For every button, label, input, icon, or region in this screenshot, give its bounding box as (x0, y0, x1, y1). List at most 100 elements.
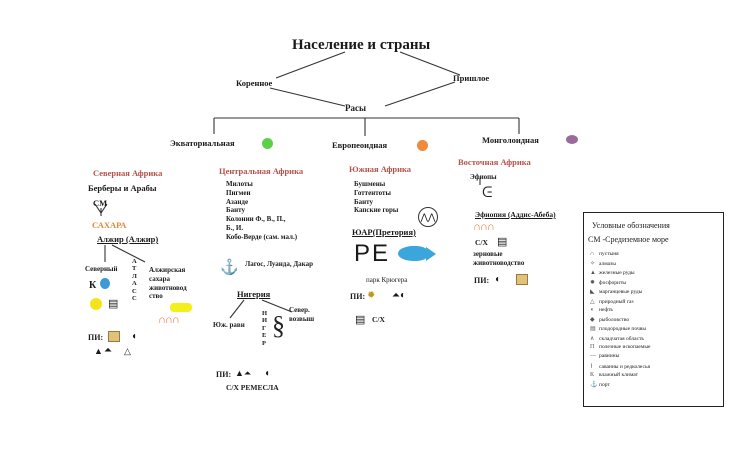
south-pi: ПИ: (350, 292, 366, 301)
legend-item-label: складчатая область (599, 335, 644, 342)
manganese-icon (108, 331, 120, 342)
legend-item: ◣ марганцевые руды (590, 288, 642, 295)
desert-icon: ∩∩∩ (158, 314, 180, 326)
legend-item: ⚓порт (590, 381, 610, 388)
water-drop-icon (100, 278, 110, 289)
south-soil-icon: ▤ (355, 314, 366, 326)
origin-immigrant: Пришлое (453, 73, 490, 83)
pe-logo-icon: PE (354, 240, 391, 267)
legend-box: Условные обозначения СМ -Средиземное мор… (583, 212, 724, 407)
gas-icon: △ (124, 346, 131, 356)
races-label: Расы (345, 103, 367, 113)
south-people-3: Банту (354, 197, 374, 206)
central-people-4: Банту (226, 206, 246, 215)
legend-item-label: фосфориты (599, 279, 627, 286)
north-peoples: Берберы и Арабы (88, 183, 157, 193)
legend-item-icon: К (590, 371, 595, 378)
mountains-icon: ⋀⋀ (418, 207, 438, 227)
legend-item-label: саванны и редколесья (599, 363, 650, 370)
legend-item: ✹фосфориты (590, 279, 626, 286)
legend-item: ▤плодородные почвы (590, 325, 646, 332)
legend-item-icon: ▲ (590, 269, 596, 276)
legend-item: —равнины (590, 353, 619, 359)
legend-item: ◖ нефть (590, 307, 613, 313)
legend-item-icon: ◖ (590, 306, 594, 313)
central-heading: Центральная Африка (219, 166, 304, 176)
legend-item: ∧складчатая область (590, 335, 644, 342)
fish-tail-icon (426, 247, 436, 261)
east-sx: С/Х (475, 238, 488, 247)
legend-item-label: порт (599, 382, 610, 389)
central-people-2: Пигмеи (226, 188, 251, 197)
legend-item-label: железные руды (599, 269, 635, 276)
south-park: парк Крюгера (366, 276, 408, 284)
south-people-4: Капские горы (354, 206, 399, 215)
south-heading: Южная Африка (349, 164, 412, 174)
legend-item: ◆ рыболовство (590, 316, 629, 323)
east-heading: Восточная Африка (458, 157, 531, 167)
central-people-6: Б., И. (226, 223, 244, 232)
central-people-5: Колонии Ф., В., П., (226, 215, 286, 223)
fish-icon (398, 246, 428, 261)
central-oil-icon: ◖ (264, 368, 271, 379)
east-country: Эфиопия (Аддис-Абеба) (475, 210, 556, 219)
central-peoples: Милоты Пигмеи Азанде Банту Колонии Ф., В… (226, 180, 297, 241)
legend-item: ▲железные руды (590, 270, 635, 276)
central-north-label-2: возвыш (289, 314, 315, 323)
south-country: ЮАР(Претория) (352, 227, 416, 237)
legend-item: ∩пустыня (590, 251, 619, 257)
central-people-3: Азанде (226, 197, 249, 206)
race-equatorial: Экваториальная (170, 138, 235, 148)
origin-native: Коренное (236, 78, 273, 88)
legend-item-icon: ◣ (590, 289, 595, 296)
legend-item: ✧алмазы (590, 260, 616, 267)
south-people-1: Бушмены (354, 180, 386, 188)
north-atlas-letters: А Т Л А С С (132, 258, 137, 303)
legend-item-label: марганцевые руды (599, 289, 643, 296)
legend-item: △природный газ (590, 298, 634, 305)
east-peoples: Эфиопы (470, 173, 497, 181)
south-people-2: Готтентоты (354, 188, 391, 197)
legend-item-icon: ◆ (590, 317, 595, 324)
legend-item-label: равнины (599, 353, 620, 360)
south-sx: С/Х (372, 315, 385, 324)
east-desert-icon: ∩∩∩ (473, 221, 495, 233)
legend-item-label: влажный климат (599, 371, 638, 378)
central-country: Нигерия (237, 289, 271, 299)
page-title: Население и страны (292, 37, 431, 53)
legend-item-label: нефть (599, 306, 613, 313)
legend-title: Условные обозначения (592, 221, 670, 230)
central-folded-icon: ▲⏶ (235, 368, 252, 378)
legend-item-label: плодородные почвы (599, 326, 647, 333)
legend-item-icon: ⚓ (590, 382, 598, 389)
legend-subtitle: СМ -Средиземное море (588, 235, 669, 244)
east-pi: ПИ: (474, 276, 490, 285)
legend-item-label: рыболовство (599, 317, 630, 324)
east-soil-icon: ▤ (497, 236, 508, 248)
legend-item-label: природный газ (599, 298, 634, 305)
oil-yellow-icon (170, 303, 192, 312)
central-south-label: Юж. равн (213, 321, 245, 329)
race-europeoid: Европеоидная (332, 140, 388, 150)
anchor-icon: ⚓ (220, 260, 239, 276)
north-sahara: САХАРА (92, 220, 127, 230)
iron-ore-icon: ▲ (94, 346, 103, 356)
legend-item-icon: П (590, 344, 595, 350)
east-note-2: животноводство (473, 258, 525, 267)
race-mongoloid: Монголоидная (482, 135, 539, 145)
east-symbol-icon: ᕮ (482, 186, 493, 201)
legend-item-icon: — (590, 353, 596, 360)
east-manganese-icon (516, 274, 528, 285)
north-country: Алжир (Алжир) (97, 234, 159, 244)
north-sahara-note-line-3: животновод (149, 283, 187, 292)
legend-item-icon: ✹ (590, 279, 596, 286)
north-sahara-note: Алжирская сахара животновод ство (149, 266, 187, 301)
east-note: зерновые животноводство (473, 250, 524, 268)
central-people-1: Милоты (226, 180, 253, 188)
central-sx: С/Х РЕМЕСЛА (226, 383, 279, 392)
legend-item: ⌇саванны и редколесья (590, 363, 650, 370)
race-mongoloid-dot (566, 135, 578, 144)
